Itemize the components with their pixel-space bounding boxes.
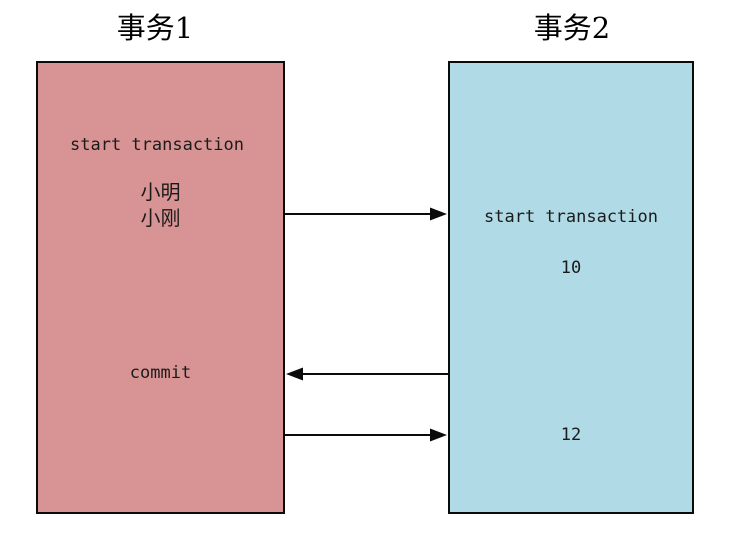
transaction1-box — [36, 61, 285, 514]
transaction1-value-xiaogang: 小刚 — [140, 206, 181, 230]
transaction2-title: 事务2 — [533, 11, 611, 45]
transaction1-title: 事务1 — [116, 11, 194, 45]
arrow-tx1-to-tx2-first — [285, 207, 447, 221]
transaction2-value-10: 10 — [560, 258, 582, 278]
arrow-tx2-to-tx1-commit — [286, 367, 448, 381]
transaction1-value-xiaoming: 小明 — [140, 180, 181, 204]
arrow-tx1-to-tx2-second — [285, 428, 447, 442]
transaction1-statement-commit: commit — [129, 363, 192, 383]
transaction2-value-12: 12 — [560, 425, 582, 445]
transaction1-statement-start-transaction: start transaction — [70, 135, 244, 155]
transaction2-box — [448, 61, 694, 514]
transaction2-statement-start-transaction: start transaction — [484, 207, 658, 227]
